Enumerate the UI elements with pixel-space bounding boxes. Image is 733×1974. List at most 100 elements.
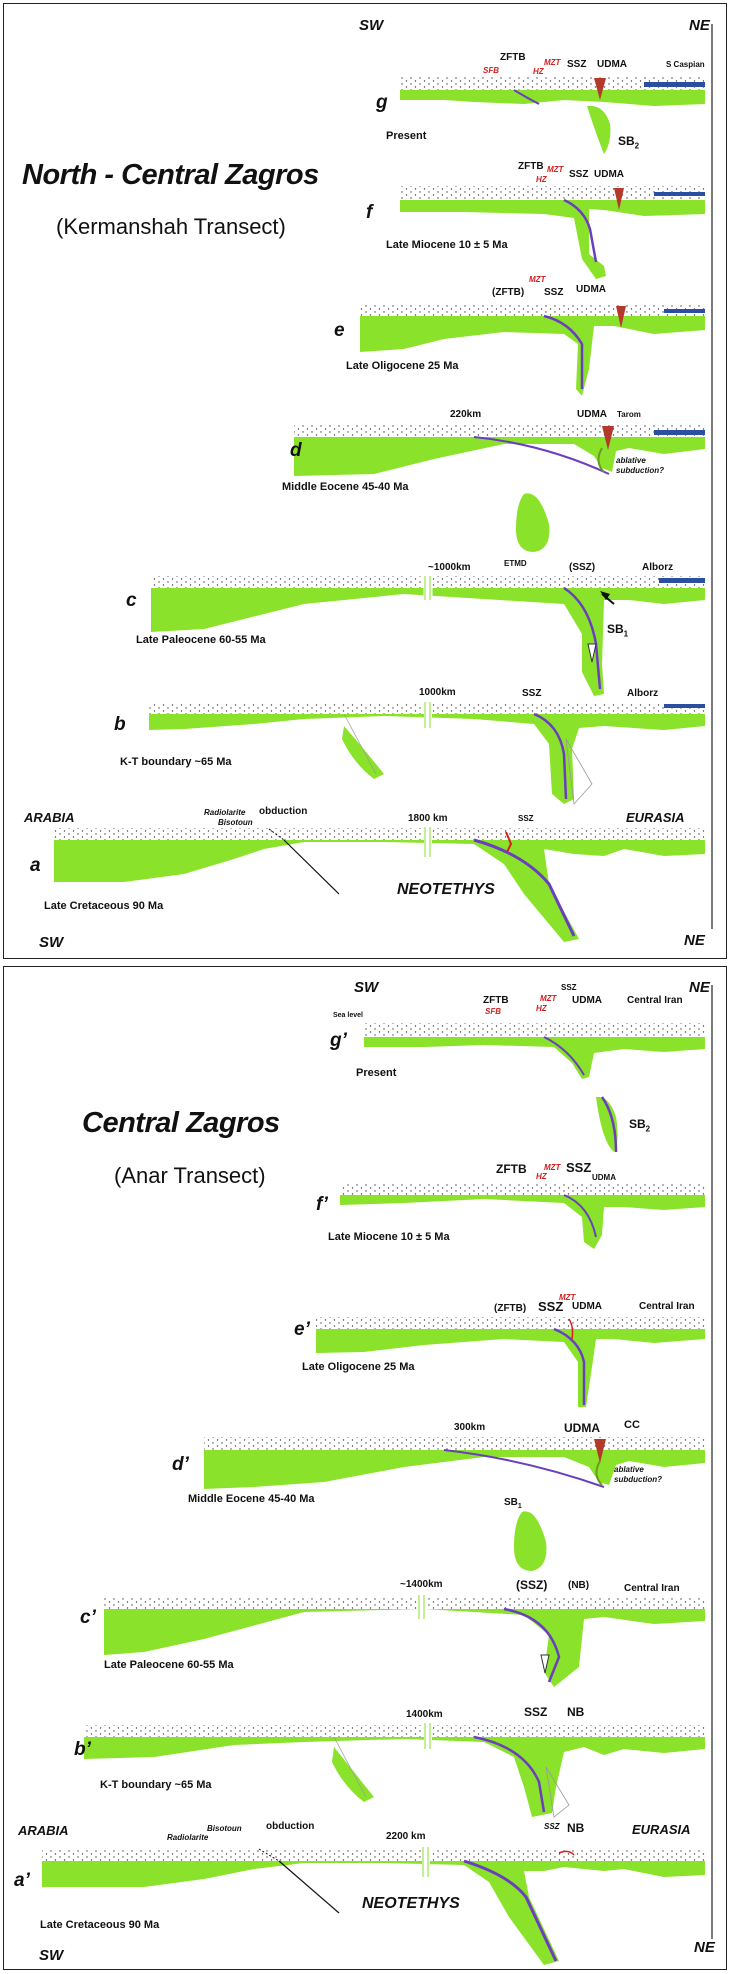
transect-subtitle: (Kermanshah Transect) (56, 214, 286, 239)
detached-slab (516, 493, 550, 552)
label-udma-f: UDMA (594, 169, 624, 180)
label-hz: HZ (533, 67, 544, 76)
section-f-prime (340, 1183, 705, 1249)
caption-c: Late Paleocene 60-55 Ma (136, 634, 266, 646)
label-distance-d-prime: 300km (454, 1422, 486, 1433)
label-udma-d: UDMA (577, 409, 607, 420)
caption-d: Middle Eocene 45-40 Ma (282, 481, 409, 493)
label-distance-b: 1000km (419, 687, 456, 698)
section-c (151, 575, 705, 696)
transect-title: North - Central Zagros (22, 159, 319, 191)
label-nb-a: NB (567, 1821, 585, 1835)
section-g (400, 76, 705, 154)
anar-sections (42, 985, 713, 1965)
section-d (294, 424, 705, 552)
label-udma-e: UDMA (576, 284, 606, 295)
label-arabia: ARABIA (24, 810, 75, 825)
caption-b-prime: K-T boundary ~65 Ma (100, 1779, 212, 1791)
section-f (400, 186, 705, 279)
ne-label-top: NE (689, 17, 710, 34)
stage-letter-b: b (114, 714, 126, 735)
label-ssz-f: SSZ (569, 169, 589, 180)
label-distance-a-prime: 2200 km (386, 1831, 426, 1842)
label-ssz-c: (SSZ) (569, 562, 596, 573)
label-nb-b: NB (567, 1705, 585, 1719)
label-arabia-prime: ARABIA (18, 1823, 69, 1838)
label-nb-c: (NB) (568, 1580, 590, 1591)
slab-sb2 (587, 105, 611, 154)
label-ssz-a: SSZ (518, 814, 534, 823)
label-sfb: SFB (483, 66, 499, 75)
label-sb2-prime: SB2 (629, 1117, 651, 1134)
label-central-iran-e: Central Iran (639, 1301, 695, 1312)
kermanshah-sections (54, 24, 713, 942)
section-b (149, 702, 705, 805)
label-udma-g-prime: UDMA (572, 995, 602, 1006)
anar-panel: SW NE SW NE Central Zagros (Anar Transec… (3, 966, 727, 1970)
label-ssz-g-prime: SSZ (561, 983, 577, 992)
label-distance-d: 220km (450, 409, 482, 420)
label-mzt-e: MZT (529, 275, 546, 284)
label-ssz: SSZ (567, 59, 587, 70)
label-mzt-e-prime: MZT (559, 1293, 576, 1302)
label-ssz-b: SSZ (522, 688, 542, 699)
slab-sb1-prime (514, 1511, 547, 1571)
label-mzt-f: MZT (547, 165, 564, 174)
section-b-prime (84, 1723, 705, 1818)
ne-label-top-prime: NE (689, 979, 710, 996)
caption-a: Late Cretaceous 90 Ma (44, 900, 164, 912)
caption-e-prime: Late Oligocene 25 Ma (302, 1361, 415, 1373)
label-zftb: ZFTB (500, 52, 526, 63)
stage-letter-g: g (376, 92, 388, 113)
label-sea-level: Sea level (333, 1012, 363, 1019)
label-alborz-b: Alborz (627, 688, 659, 699)
label-zftb-f-prime: ZFTB (496, 1162, 527, 1176)
label-ablative-prime: ablative (614, 1465, 644, 1474)
sw-label-top: SW (359, 17, 384, 34)
label-ssz-a-prime: SSZ (544, 1822, 560, 1831)
label-zftb-g-prime: ZFTB (483, 995, 509, 1006)
stage-letter-g-prime: g’ (330, 1030, 347, 1051)
sw-label-bottom: SW (39, 934, 64, 951)
caption-g: Present (386, 130, 427, 142)
stage-letter-e-prime: e’ (294, 1319, 310, 1340)
stage-letter-a-prime: a’ (14, 1870, 30, 1891)
caption-g-prime: Present (356, 1067, 397, 1079)
label-ssz-f-prime: SSZ (566, 1160, 592, 1175)
label-subduction-prime: subduction? (614, 1475, 662, 1484)
label-tarom: Tarom (617, 410, 641, 419)
label-sfb-g-prime: SFB (485, 1007, 501, 1016)
obducted-slab-prime (332, 1747, 374, 1802)
obducted-slab (342, 726, 384, 779)
label-neotethys-prime: NEOTETHYS (362, 1895, 460, 1912)
caption-f-prime: Late Miocene 10 ± 5 Ma (328, 1231, 450, 1243)
caption-d-prime: Middle Eocene 45-40 Ma (188, 1493, 315, 1505)
label-udma-f-prime: UDMA (592, 1173, 616, 1182)
section-d-prime (204, 1437, 705, 1571)
transect-title-prime: Central Zagros (82, 1107, 280, 1139)
caption-a-prime: Late Cretaceous 90 Ma (40, 1919, 160, 1931)
stage-letter-d: d (290, 440, 302, 461)
label-ssz-e: SSZ (544, 287, 564, 298)
caption-c-prime: Late Paleocene 60-55 Ma (104, 1659, 234, 1671)
label-distance-c-prime: ~1400km (400, 1579, 443, 1590)
stage-letter-f-prime: f’ (316, 1194, 328, 1215)
label-sb1-prime: SB1 (504, 1497, 522, 1510)
stage-letter-f: f (366, 202, 373, 223)
label-obduction-prime: obduction (266, 1821, 315, 1832)
sw-label-bottom-prime: SW (39, 1947, 64, 1964)
label-hz-f: HZ (536, 175, 547, 184)
stage-letter-d-prime: d’ (172, 1454, 189, 1475)
caption-e: Late Oligocene 25 Ma (346, 360, 459, 372)
label-distance-a: 1800 km (408, 813, 448, 824)
label-distance-c: ~1000km (428, 562, 471, 573)
section-e (360, 304, 705, 396)
label-zftb-e: (ZFTB) (492, 287, 525, 298)
label-ssz-b-prime: SSZ (524, 1705, 548, 1719)
caption-f: Late Miocene 10 ± 5 Ma (386, 239, 508, 251)
label-radiolarite-prime: Radiolarite (167, 1833, 209, 1842)
kermanshah-panel: SW NE SW NE North - Central Zagros (Kerm… (3, 3, 727, 959)
label-hz-f-prime: HZ (536, 1172, 547, 1181)
label-central-iran-c: Central Iran (624, 1583, 680, 1594)
label-distance-b-prime: 1400km (406, 1709, 443, 1720)
